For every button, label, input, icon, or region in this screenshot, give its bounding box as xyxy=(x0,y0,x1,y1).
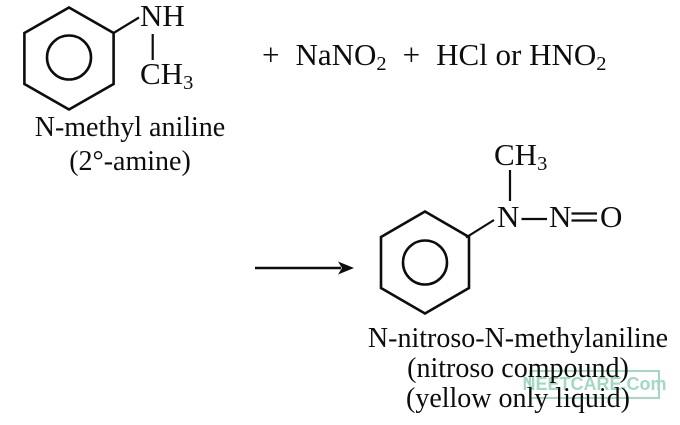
reactant-classification: (2°-amine) xyxy=(69,146,191,177)
watermark-badge: NEETCARE.Com xyxy=(523,370,667,399)
product-state: (yellow only liquid) xyxy=(406,383,630,414)
sodium-nitrite-subscript: 2 xyxy=(376,52,387,75)
product-methyl-base: CH xyxy=(494,137,538,172)
reactant-methyl-base: CH xyxy=(140,56,184,91)
product-name-block: N-nitroso-N-methylaniline (nitroso compo… xyxy=(358,324,678,414)
product-name: N-nitroso-N-methylaniline xyxy=(367,323,669,354)
watermark-text: NEETCARE.Com xyxy=(522,374,667,394)
sodium-nitrite-formula: NaNO2 xyxy=(295,37,386,74)
reactant-name-block: N-methyl aniline (2°-amine) xyxy=(25,111,235,179)
product-methyl-subscript: 3 xyxy=(537,152,548,175)
acid-base: HCl or HNO xyxy=(436,37,597,72)
reagents-line: + NaNO2 + HCl or HNO2 xyxy=(262,37,607,74)
product-oxygen-label: O xyxy=(600,199,623,234)
reactant-methyl-label: CH3 xyxy=(140,56,193,93)
product-amine-nitrogen-label: N xyxy=(497,199,520,234)
reactant-methyl-subscript: 3 xyxy=(183,71,194,94)
product-methyl-label: CH3 xyxy=(494,137,547,174)
acid-subscript: 2 xyxy=(596,52,607,75)
reaction-arrow-icon xyxy=(255,261,354,275)
reactant-benzene-ring-icon xyxy=(23,6,154,111)
plus-sign-2: + xyxy=(402,37,421,72)
plus-sign-1: + xyxy=(262,37,280,72)
product-benzene-ring-icon xyxy=(379,170,597,316)
acid-formula: HCl or HNO2 xyxy=(436,37,606,74)
product-classification: (nitroso compound) xyxy=(407,353,629,384)
reactant-nh-label: NH xyxy=(140,0,185,33)
reactant-name: N-methyl aniline xyxy=(34,112,226,143)
sodium-nitrite-base: NaNO xyxy=(295,37,377,72)
product-nitroso-nitrogen-label: N xyxy=(549,199,572,234)
